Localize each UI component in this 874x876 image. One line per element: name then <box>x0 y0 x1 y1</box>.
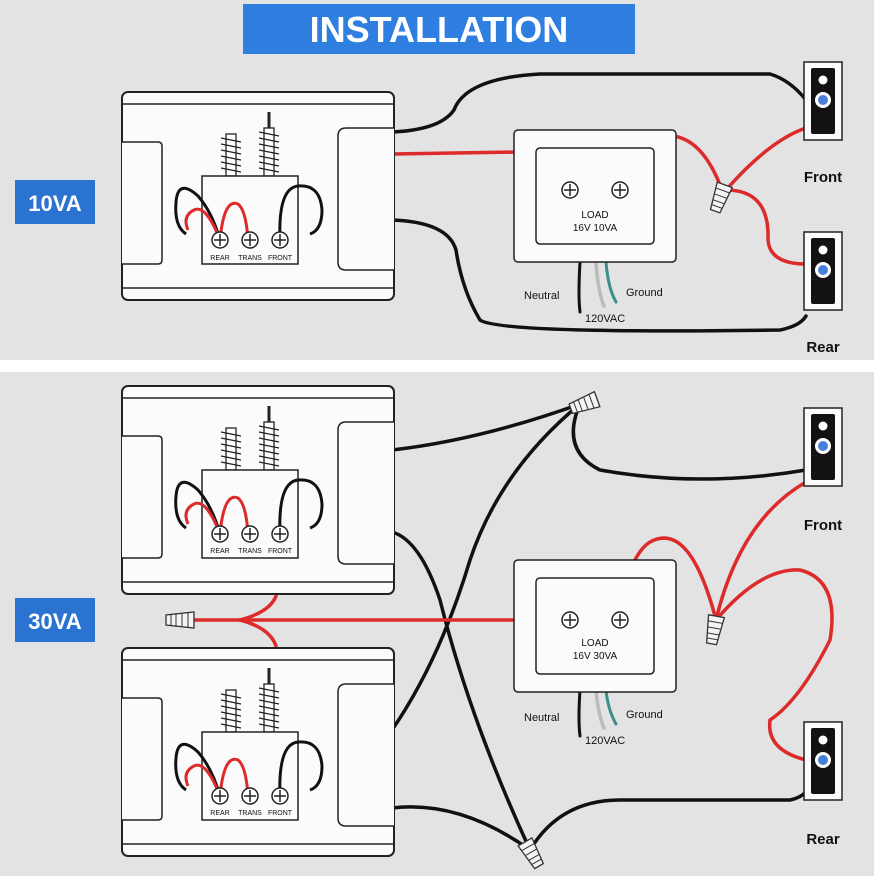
front-doorbell-button <box>803 407 843 487</box>
terminal-front-label: FRONT <box>268 255 293 262</box>
ground-label: Ground <box>626 287 663 299</box>
chime-unit-10va <box>120 90 396 302</box>
neutral-label: Neutral <box>524 712 559 724</box>
terminal-front-label: FRONT <box>268 548 293 555</box>
terminal-rear-label: REAR <box>210 810 229 817</box>
badge-10va <box>15 180 95 224</box>
transformer-load-label: LOAD <box>581 638 608 649</box>
terminal-front-label: FRONT <box>268 810 293 817</box>
neutral-label: Neutral <box>524 290 559 302</box>
title-text: INSTALLATION <box>310 9 569 50</box>
voltage-label: 120VAC <box>585 735 625 747</box>
transformer-rating-label: 16V 30VA <box>573 651 618 662</box>
wire-nut <box>165 611 195 629</box>
badge-10va-label: 10VA <box>28 191 82 216</box>
badge-30va <box>15 598 95 642</box>
front-doorbell-button <box>803 61 843 141</box>
wiring-30va <box>184 402 834 852</box>
terminal-rear-label: REAR <box>210 255 229 262</box>
rear-doorbell-button <box>803 721 843 801</box>
transformer-10va <box>513 129 677 263</box>
rear-button-label: Rear <box>806 831 840 848</box>
terminal-rear-label: REAR <box>210 548 229 555</box>
rear-doorbell-button <box>803 231 843 311</box>
front-button-label: Front <box>804 517 842 534</box>
voltage-label: 120VAC <box>585 313 625 325</box>
front-button-label: Front <box>804 169 842 186</box>
transformer-rating-label: 16V 10VA <box>573 223 618 234</box>
rear-button-label: Rear <box>806 339 840 356</box>
badge-30va-label: 30VA <box>28 609 82 634</box>
chime-unit-30va-top <box>120 384 396 596</box>
terminal-trans-label: TRANS <box>238 548 262 555</box>
chime-unit-30va-bottom <box>120 646 396 858</box>
title-banner <box>243 4 635 54</box>
transformer-30va <box>513 559 677 693</box>
transformer-load-label: LOAD <box>581 210 608 221</box>
terminal-trans-label: TRANS <box>238 255 262 262</box>
terminal-trans-label: TRANS <box>238 810 262 817</box>
ground-label: Ground <box>626 709 663 721</box>
